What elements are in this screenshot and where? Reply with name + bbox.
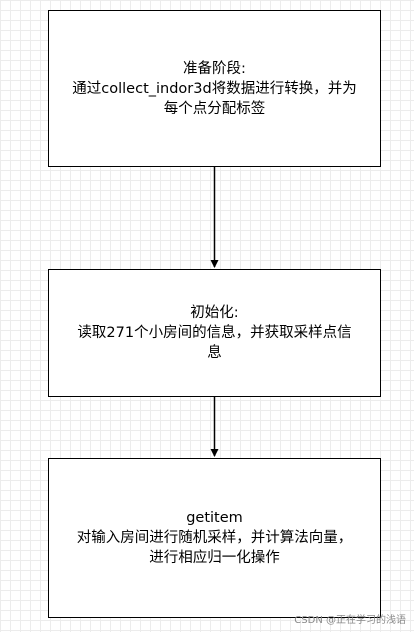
node-text-line: 对输入房间进行随机采样，并计算法向量， — [76, 530, 353, 546]
node-prepare-stage[interactable]: 准备阶段: 通过collect_indor3d将数据进行转换，并为 每个点分配标… — [48, 10, 381, 167]
node-text-line: 进行相应归一化操作 — [149, 550, 280, 566]
node-title: 初始化: — [190, 305, 239, 321]
node-text-line: 通过collect_indor3d将数据进行转换，并为 — [72, 80, 357, 97]
watermark: CSDN @正在学习的浅语 — [294, 615, 406, 626]
node-text-line: 每个点分配标签 — [163, 100, 266, 117]
node-initialization[interactable]: 初始化: 读取271个小房间的信息，并获取采样点信 息 — [48, 269, 381, 397]
node-title: 准备阶段: — [183, 60, 246, 77]
node-getitem[interactable]: getitem 对输入房间进行随机采样，并计算法向量， 进行相应归一化操作 — [48, 458, 381, 618]
node-text-line: 息 — [207, 345, 222, 361]
node-title: getitem — [186, 510, 243, 526]
node-text-line: 读取271个小房间的信息，并获取采样点信 — [77, 325, 352, 341]
